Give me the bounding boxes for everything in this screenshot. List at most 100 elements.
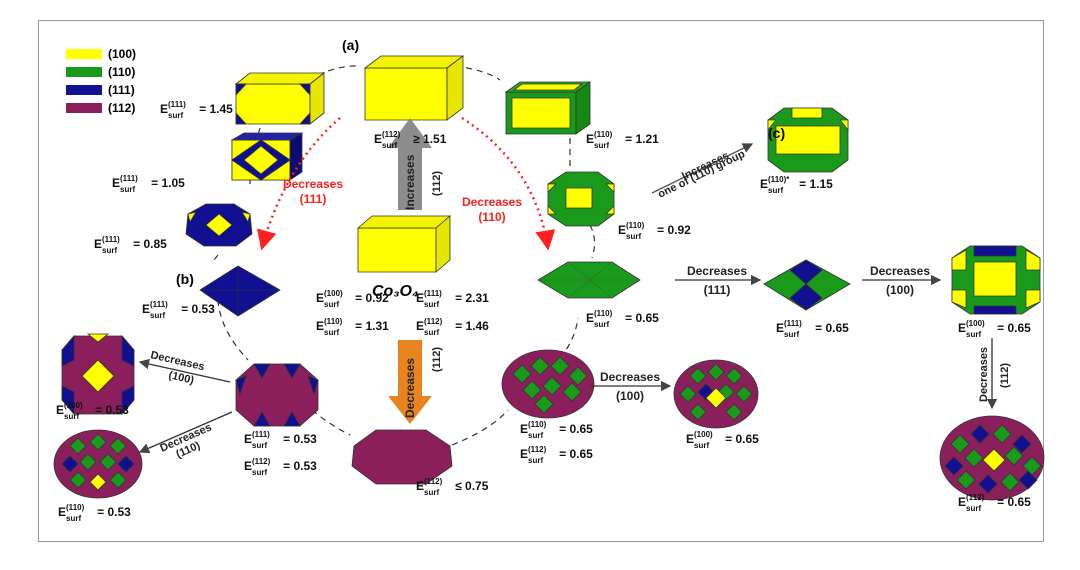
tri	[307, 375, 319, 396]
shape-112-053-110-tile	[79, 453, 97, 471]
shape-110-065-flat	[537, 261, 641, 299]
e-110s-115-e: E	[760, 177, 768, 191]
e-112-065-right-value: = 0.65	[997, 495, 1031, 509]
shape-112-065-100-tile	[725, 367, 743, 385]
e-110-121: E(110)surf= 1.21	[586, 130, 659, 150]
body	[235, 363, 319, 427]
energy-labels: E(112)surf≥ 1.51E(111)surf= 1.45E(110)su…	[56, 100, 1031, 523]
e-111-085: E(111)surf= 0.85	[94, 235, 167, 255]
center	[205, 213, 233, 237]
tri	[283, 363, 301, 379]
top-face	[512, 83, 584, 91]
label-decreases-100-left-facet: (100)	[167, 369, 195, 387]
label-decreases-110-facet: (110)	[478, 210, 505, 224]
shape-112-065-100-tile	[689, 367, 707, 385]
shape-111-105	[230, 132, 304, 181]
e-110s-115-sub: surf	[768, 186, 783, 195]
legend-swatch-112	[66, 103, 102, 113]
arrow-decreases-112-orange	[388, 340, 432, 424]
shape-111-065	[763, 259, 851, 311]
legend-label-110: (110)	[108, 65, 135, 79]
center	[81, 359, 115, 393]
e-111-065-right-value: = 0.65	[815, 321, 849, 335]
center	[775, 125, 841, 155]
legend: (100) (110) (111) (112)	[66, 47, 136, 115]
shape-112-053-mid	[235, 363, 319, 427]
e-100-053-left-sub: surf	[64, 412, 79, 421]
center	[973, 261, 1017, 297]
e-110-131-center-value: = 1.31	[355, 319, 389, 333]
e-111-085-facet: (111)	[102, 235, 120, 244]
e-111-231-center-sub: surf	[424, 300, 439, 309]
shape-112-065-mid-tile	[568, 366, 588, 386]
e-112-065-mid: E(112)surf= 0.65	[520, 445, 593, 465]
e-112-075-e: E	[416, 479, 424, 493]
e-100-092-center-value: = 0.92	[355, 291, 389, 305]
shape-110-115	[767, 107, 849, 173]
e-100-053-left-value: = 0.53	[95, 403, 129, 417]
shape-111-053	[199, 265, 281, 317]
shape-112-075	[351, 429, 453, 485]
shape-112-065-mid-tile	[534, 394, 554, 414]
corner	[547, 183, 557, 193]
arrow-decreases-110-left	[138, 411, 233, 454]
e-100-065-mosaic-e: E	[686, 432, 694, 446]
e-100-053-left: E(100)surf= 0.53	[56, 401, 129, 421]
e-110-092-e: E	[618, 223, 626, 237]
center	[565, 187, 593, 209]
shape-112-053-110-tile	[99, 453, 117, 471]
label-increases-112: Increases	[403, 154, 417, 210]
top	[791, 107, 823, 119]
corner	[299, 111, 311, 125]
e-111-231-center-facet: (111)	[424, 289, 442, 298]
e-112-065-mid-sub: surf	[528, 456, 543, 465]
shape-112-053-110-tile	[89, 433, 107, 451]
shape-112-065-112-tile	[964, 448, 984, 468]
e-110-121-value: = 1.21	[625, 132, 659, 146]
arrows	[138, 116, 998, 454]
e-110-131-center-sub: surf	[324, 328, 339, 337]
e-110-131-center-e: E	[316, 319, 324, 333]
shape-cuboid-111-145-top	[234, 72, 326, 85]
shape-112-053-110-tile	[61, 455, 79, 473]
label-decreases-100-mid: Decreases	[600, 370, 660, 384]
e-112-065-right-facet: (112)	[966, 493, 985, 502]
tri	[789, 259, 823, 285]
e-111-053-mid-e: E	[244, 432, 252, 446]
e-110-065-mid-e: E	[520, 422, 528, 436]
e-111-145-facet: (111)	[168, 100, 186, 109]
e-111-085-value: = 0.85	[133, 237, 167, 251]
e-112-151-e: E	[374, 132, 382, 146]
top	[973, 245, 1017, 257]
e-111-053-value: = 0.53	[181, 302, 215, 316]
shape-cube-top	[363, 55, 465, 121]
blue	[121, 334, 135, 367]
shape-112-053-110-tile	[117, 455, 135, 473]
e-100-092-center-sub: surf	[324, 300, 339, 309]
shape-112-053-110	[53, 429, 143, 499]
panel-label-c: (c)	[768, 125, 785, 141]
e-112-146-center-value: = 1.46	[455, 319, 489, 333]
shape-112-065-112-tile	[992, 424, 1012, 444]
corner	[547, 205, 557, 215]
tri	[253, 411, 271, 427]
legend-label-112: (112)	[108, 101, 135, 115]
e-100-053-left-facet: (100)	[64, 401, 83, 410]
e-112-065-mid-facet: (112)	[528, 445, 547, 454]
shape-112-053-110-tile	[89, 473, 107, 491]
e-110-131-center-facet: (110)	[324, 317, 343, 326]
corner	[1025, 289, 1041, 309]
e-110-131-center: E(110) surf = 1.31	[316, 317, 389, 337]
corner	[951, 249, 967, 271]
corner	[299, 83, 311, 97]
e-111-053-e: E	[142, 302, 150, 316]
shape-cube-center	[356, 215, 452, 273]
e-112-065-right: E(112)surf= 0.65	[958, 493, 1031, 513]
panel-labels: (a) (b) (c) Co₃O₄	[176, 37, 785, 300]
arrow-increases-112	[388, 118, 432, 210]
shape-112-065-112-tile	[950, 434, 970, 454]
label-decreases-100-right-facet: (100)	[886, 283, 914, 297]
shape-cuboid-111-145-side	[309, 72, 325, 125]
shape-112-065-100-tile	[707, 363, 725, 381]
e-112-151-sub: surf	[382, 141, 397, 150]
